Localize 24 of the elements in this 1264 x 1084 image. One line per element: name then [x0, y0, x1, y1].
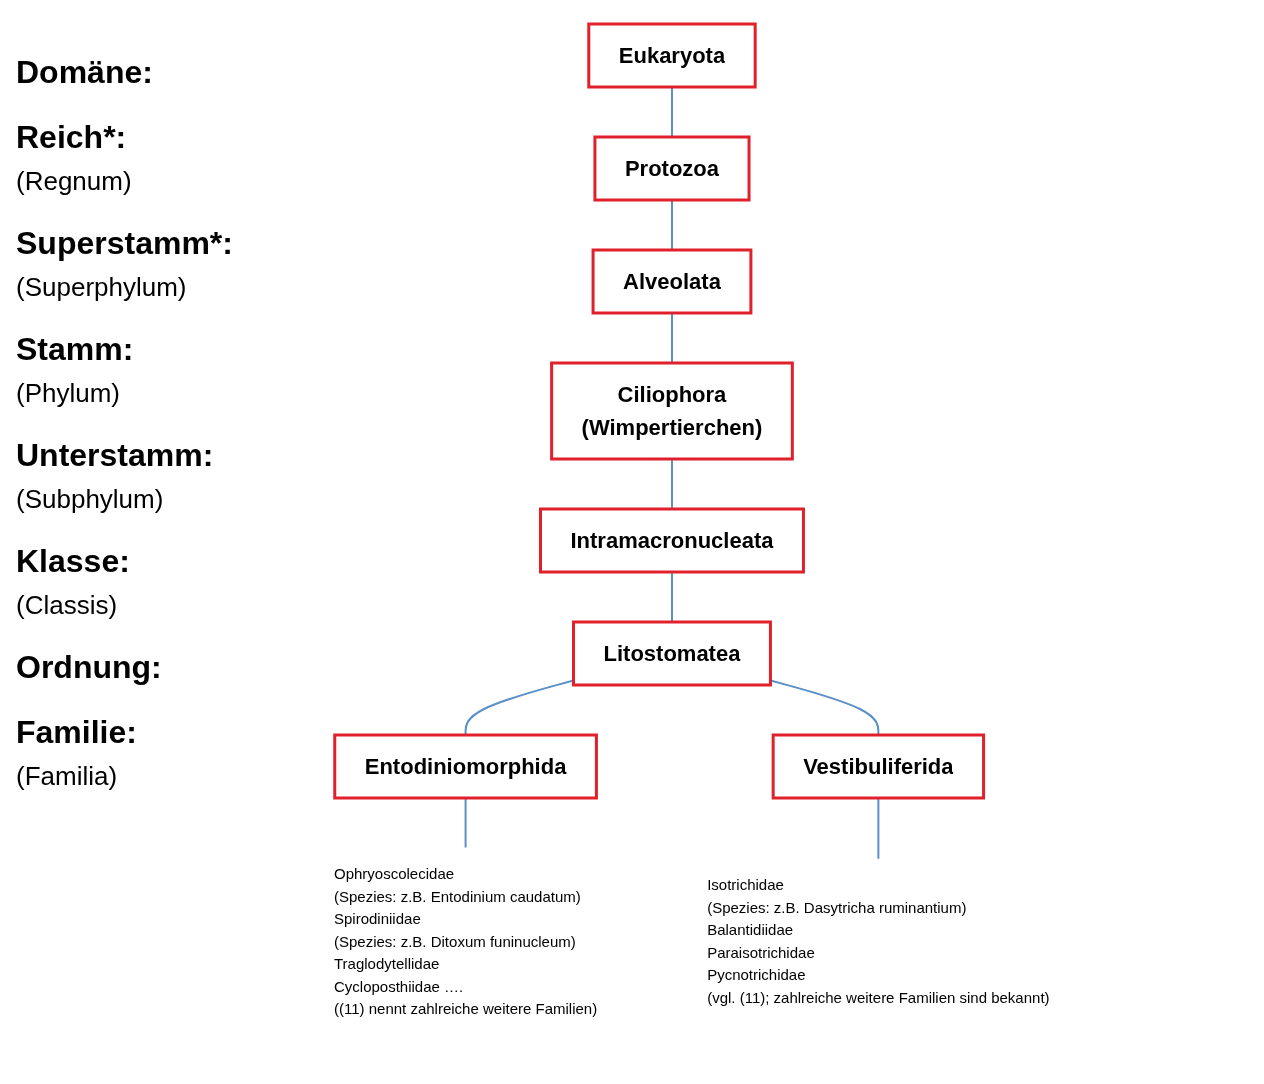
rank-latin-label: (Superphylum)	[16, 272, 188, 303]
rank-label: Klasse:	[16, 543, 131, 580]
node-text: Ophryoscolecidae (Spezies: z.B. Entodinium caudatum) Spirodiniidae (Spezies: z.B. Ditoxum funinucleum) Traglodytellidae Cycloposthiidae …. ((11) nennt zahlreiche weitere Familien)	[334, 865, 598, 1017]
node-text: Isotrichidae (Spezies: z.B. Dasytricha ruminantium) Balantidiidae Paraisotrichidae Pycnotrichidae (vgl. (11); zahlreiche weitere Familien sind bekannt)	[707, 876, 1050, 1006]
rank-latin-label: (Subphylum)	[16, 484, 165, 515]
node-box: Ciliophora (Wimpertierchen)	[550, 361, 794, 461]
rank-label: Unterstamm:	[16, 437, 215, 474]
rank-label: Domäne:	[16, 54, 154, 91]
node-box: Eukaryota	[587, 22, 757, 89]
rank-label: Familie:	[16, 714, 138, 751]
rank-latin-label: (Classis)	[16, 590, 119, 621]
rank-latin-label: (Regnum)	[16, 166, 133, 197]
rank-label: Ordnung:	[16, 649, 163, 686]
rank-label: Stamm:	[16, 331, 135, 368]
node-box: Protozoa	[593, 135, 751, 202]
rank-latin-label: (Phylum)	[16, 378, 121, 409]
rank-label: Superstamm*:	[16, 225, 234, 262]
node-box: Alveolata	[591, 248, 753, 315]
rank-label: Reich*:	[16, 119, 128, 156]
rank-latin-label: (Familia)	[16, 761, 119, 792]
node-box: Intramacronucleata	[539, 507, 805, 574]
node-box: Litostomatea	[572, 620, 772, 687]
node-box: Entodiniomorphida	[333, 733, 598, 800]
node-box: Vestibuliferida	[771, 733, 986, 800]
